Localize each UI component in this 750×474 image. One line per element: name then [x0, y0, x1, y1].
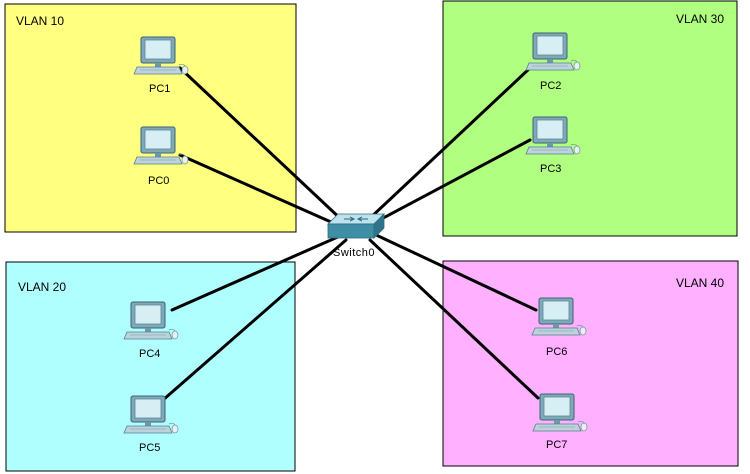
- pc1-label: PC1: [149, 83, 170, 95]
- link-pc1-switch: [178, 66, 346, 224]
- link-pc4-switch: [170, 234, 342, 312]
- vlan-20-label: VLAN 20: [18, 280, 66, 294]
- pc4-label: PC4: [139, 348, 160, 360]
- link-pc5-switch: [161, 238, 348, 402]
- pc0[interactable]: PC0: [133, 126, 189, 187]
- pc6[interactable]: PC6: [531, 297, 587, 358]
- link-pc7-switch: [368, 238, 540, 400]
- pc6-label: PC6: [546, 346, 567, 358]
- pc1[interactable]: PC1: [133, 36, 189, 95]
- vlan-40-label: VLAN 40: [676, 276, 724, 290]
- vlan-20-zone: [5, 261, 296, 472]
- pc7-label: PC7: [546, 439, 567, 451]
- pc3[interactable]: PC3: [525, 116, 581, 175]
- vlan-10-label: VLAN 10: [16, 14, 64, 28]
- vlan-30-zone: [442, 0, 738, 237]
- pc0-label: PC0: [148, 175, 169, 187]
- pc4[interactable]: PC4: [123, 301, 179, 360]
- switch0[interactable]: Switch0: [327, 213, 385, 259]
- pc2[interactable]: PC2: [525, 32, 581, 92]
- switch0-label: Switch0: [333, 247, 375, 259]
- switch-icon: [327, 213, 385, 239]
- link-pc3-switch: [370, 138, 532, 226]
- link-pc6-switch: [372, 232, 538, 312]
- vlan-30-label: VLAN 30: [676, 12, 724, 26]
- pc7[interactable]: PC7: [532, 393, 588, 451]
- link-pc0-switch: [178, 153, 342, 228]
- network-links: [161, 66, 540, 402]
- pc2-label: PC2: [540, 80, 561, 92]
- pc5[interactable]: PC5: [123, 395, 179, 454]
- pc5-label: PC5: [139, 442, 160, 454]
- vlan-40-zone: [442, 260, 739, 467]
- pc3-label: PC3: [540, 163, 561, 175]
- link-pc2-switch: [366, 66, 532, 222]
